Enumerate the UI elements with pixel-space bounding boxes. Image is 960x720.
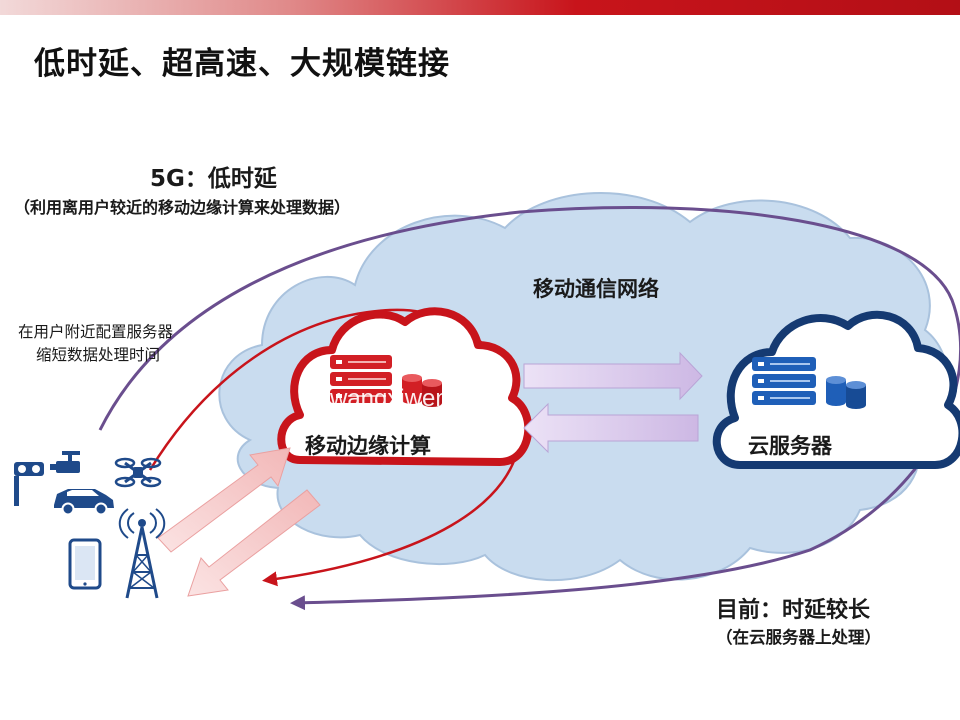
page-title: 低时延、超高速、大规模链接 [34,46,450,82]
near-server-note-line1: 在用户附近配置服务器 [18,323,174,341]
database-icon [402,374,442,407]
mobile-network-label: 移动通信网络 [533,277,659,301]
database-icon [826,376,866,409]
near-server-note-line2: 缩短数据处理时间 [36,346,161,364]
server-rack-icon [330,355,392,403]
edge-to-device-arrow [187,489,321,597]
cell-tower-icon [118,508,166,599]
cloud-to-edge-arrow [523,402,699,454]
edge-to-cloud-arrow [523,351,703,401]
watermark: wangxiwen44 [330,385,476,412]
top-accent-bar [0,0,960,15]
current-label: 目前：时延较长 [716,598,871,623]
fiveg-subtitle: （利用离用户较近的移动边缘计算来处理数据） [14,198,351,217]
security-camera-icon [50,451,80,473]
edge-computing-label: 移动边缘计算 [305,434,431,458]
drone-icon [114,457,162,488]
cloud-server-label: 云服务器 [748,434,832,458]
device-to-edge-arrow [157,447,291,553]
fiveg-label: 5G：低时延 [150,166,277,192]
car-icon [54,489,114,516]
traffic-light-icon [14,462,44,506]
current-subtitle: （在云服务器上处理） [716,628,881,647]
server-rack-icon [752,357,816,405]
cloud-latency-path [98,206,960,611]
smartphone-icon [68,538,102,590]
